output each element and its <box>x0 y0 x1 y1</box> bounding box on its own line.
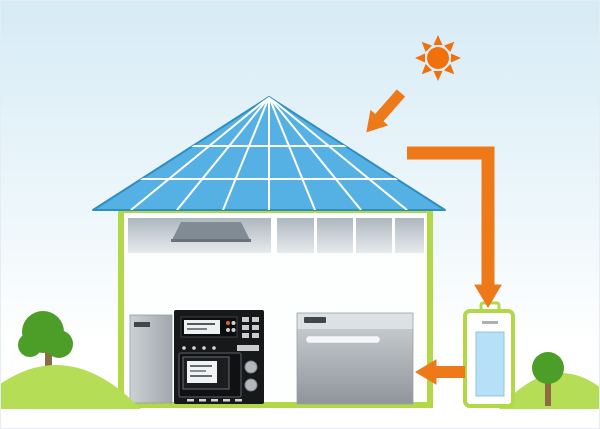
arrow-sun-to-roof <box>366 89 406 133</box>
dishwasher <box>296 312 414 405</box>
dishwasher-top <box>297 313 413 329</box>
storage-battery-icon <box>463 301 515 408</box>
battery-cell <box>475 331 505 397</box>
screen-line <box>190 375 212 377</box>
vent-mark <box>235 399 242 402</box>
battery-contact <box>482 321 498 324</box>
knob <box>244 378 258 392</box>
button <box>242 317 249 322</box>
range-hood <box>171 222 251 242</box>
indicator-dot <box>231 328 236 332</box>
vent-mark <box>187 399 194 402</box>
window-mullion <box>392 218 395 253</box>
tree-trunk-right <box>545 379 551 406</box>
button <box>242 325 249 330</box>
window-mullion <box>353 218 356 253</box>
window-mullion <box>271 218 277 253</box>
dishwasher-control <box>304 317 326 323</box>
display-line <box>187 323 215 325</box>
left-foliage <box>1 311 141 409</box>
sun-icon <box>415 35 461 81</box>
display-screen <box>184 320 220 334</box>
tree-canopy-left-lobe <box>45 330 73 358</box>
arrow-shaft <box>407 146 495 286</box>
indicator-dot <box>226 328 230 332</box>
energy-flow-arrows <box>366 89 502 385</box>
right-foliage <box>499 352 599 409</box>
button <box>252 325 259 330</box>
arrow-battery-to-house <box>415 359 465 385</box>
button-dot <box>182 346 186 350</box>
second-floor-windows <box>128 218 424 253</box>
indicator-dot <box>231 321 236 325</box>
tree-canopy-right <box>532 352 564 384</box>
arrow-roof-to-battery <box>407 146 502 308</box>
dishwasher-handle <box>305 335 381 344</box>
tree-canopy-left-lobe <box>18 333 42 357</box>
button-bar <box>237 345 259 351</box>
button <box>242 333 249 338</box>
dishwasher-outline <box>296 312 414 405</box>
screen-line <box>190 370 206 372</box>
arrow-shaft <box>374 89 406 122</box>
range-hood-edge <box>171 239 251 242</box>
window-mullion <box>314 218 317 253</box>
house <box>118 207 433 408</box>
oven-unit <box>174 310 264 404</box>
button <box>252 317 259 322</box>
button <box>252 333 259 338</box>
screen-line <box>190 365 212 367</box>
kitchen-cabinet <box>129 314 173 404</box>
vent-mark <box>199 399 206 402</box>
display-line <box>187 328 207 330</box>
knob <box>244 360 258 374</box>
arrow-head <box>474 284 502 308</box>
kitchen-appliances <box>129 310 414 405</box>
button-dot <box>192 346 196 350</box>
button-dot <box>212 346 216 350</box>
arrow-head <box>366 109 389 133</box>
indicator-dot <box>226 321 230 325</box>
arrow-head <box>415 359 437 385</box>
vent-mark <box>223 399 230 402</box>
button-dot <box>202 346 206 350</box>
cabinet-handle <box>134 322 150 327</box>
vent-mark <box>211 399 218 402</box>
bush-left <box>1 365 141 409</box>
